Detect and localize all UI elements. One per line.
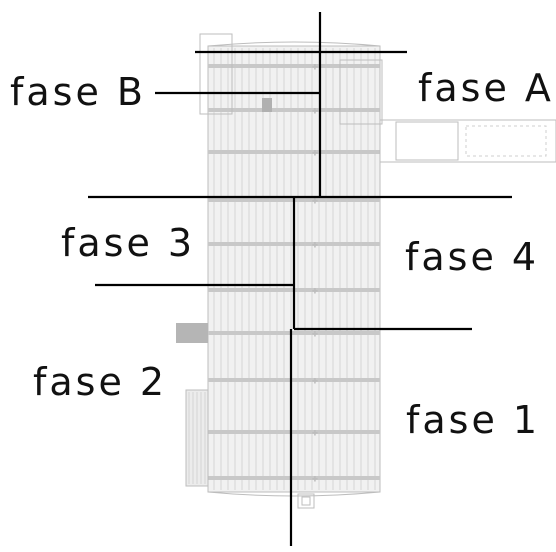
- plan-cross-mark: +: [312, 63, 318, 71]
- plan-upper-right-block: [339, 59, 383, 125]
- plan-bottom-cap: [207, 491, 381, 497]
- plan-cross-mark: +: [312, 107, 318, 115]
- plan-band: [208, 430, 380, 434]
- plan-band: [208, 64, 380, 68]
- plan-top-left-annex: [199, 33, 233, 115]
- plan-bottom-entrance: [297, 493, 315, 509]
- plan-cross-mark: +: [312, 149, 318, 157]
- plan-structure: + + + + + + + + + +: [176, 33, 556, 509]
- plan-left-block: [176, 323, 208, 343]
- label-fase-1: fase 1: [406, 398, 541, 442]
- plan-band: [208, 150, 380, 154]
- plan-cross-mark: +: [312, 197, 318, 205]
- plan-band: [208, 331, 380, 335]
- plan-cross-mark: +: [312, 241, 318, 249]
- plan-band: [208, 378, 380, 382]
- phase-divider-lines: [88, 12, 512, 546]
- plan-right-wing-dashed: [465, 125, 547, 157]
- plan-band: [208, 476, 380, 480]
- plan-cross-mark: +: [312, 330, 318, 338]
- plan-top-cap: [207, 41, 381, 47]
- plan-cross-mark: +: [312, 475, 318, 483]
- plan-top-mark: [262, 98, 272, 112]
- label-fase-a: fase A: [418, 66, 554, 110]
- plan-right-wing: [379, 119, 556, 163]
- plan-band: [208, 108, 380, 112]
- label-fase-4: fase 4: [405, 235, 540, 279]
- label-fase-b: fase B: [10, 70, 146, 114]
- plan-bottom-entrance-inner: [301, 496, 311, 506]
- label-fase-3: fase 3: [61, 221, 196, 265]
- plan-cross-mark: +: [312, 377, 318, 385]
- plan-cross-mark: +: [312, 287, 318, 295]
- label-fase-2: fase 2: [33, 360, 168, 404]
- plan-right-wing-room: [395, 121, 459, 161]
- plan-cross-mark: +: [312, 429, 318, 437]
